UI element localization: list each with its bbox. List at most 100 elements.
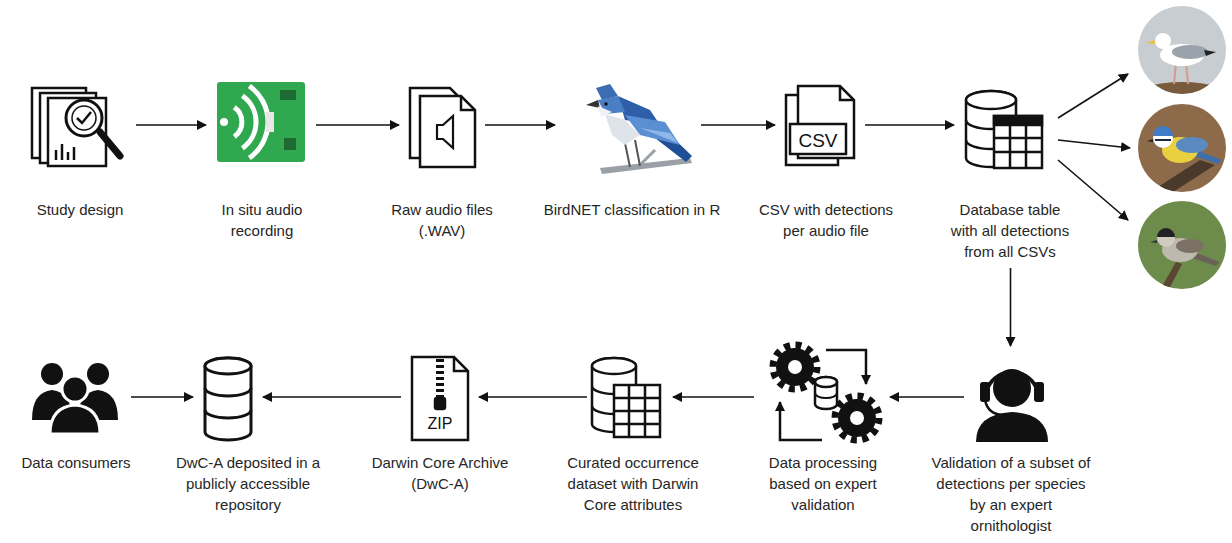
zip-file-icon-part [454, 357, 468, 371]
audiomoth-device-part [234, 107, 242, 136]
processing-icon [773, 345, 879, 440]
audio-file-icon-part [420, 96, 475, 167]
database-table-icon-part [994, 116, 1042, 168]
step-label: Database table with all detections from … [948, 199, 1073, 262]
step-label: Study design [15, 199, 145, 220]
audiomoth-device-part [220, 118, 228, 126]
step-label: Darwin Core Archive (DwC-A) [366, 452, 514, 494]
blue-tit-photo-part [1176, 137, 1208, 153]
blue-tit-photo-part [1150, 160, 1215, 194]
study-design-icon-part [72, 106, 96, 130]
study-design-icon-part [73, 147, 76, 160]
warbler-photo-part [1176, 239, 1204, 253]
process-step: CSV with detections per audio file [751, 82, 901, 241]
flow-arrow [890, 396, 964, 398]
process-step: Validation of a subset of detections per… [930, 352, 1092, 536]
gull-photo-part [1146, 40, 1155, 44]
step-label: DwC-A deposited in a publicly accessible… [172, 452, 324, 515]
dataset-table-icon-part [614, 385, 660, 437]
consumers-icon-part [50, 405, 100, 434]
repository-icon-part [205, 358, 251, 374]
process-step: BirdNET classification in R [522, 82, 742, 220]
process-step: Curated occurrence dataset with Darwin C… [562, 352, 704, 515]
birdnet-logo [586, 84, 692, 174]
process-step: Data processing based on expert validati… [762, 352, 884, 515]
step-label: In situ audio recording [202, 199, 322, 241]
study-design-icon-part [61, 144, 64, 160]
audiomoth-device-part [280, 90, 296, 100]
icon-slot [785, 82, 855, 168]
processing-icon-part [788, 360, 802, 374]
warbler-photo-part [1160, 262, 1182, 291]
zip-file-icon-part [412, 357, 468, 440]
step-label: Validation of a subset of detections per… [930, 452, 1092, 536]
audiomoth-device-part [249, 86, 268, 158]
birdnet-logo-part [605, 114, 640, 145]
audiomoth-device-part [242, 96, 256, 148]
pointer-arrows-part [1058, 140, 1130, 148]
expert-icon-part [985, 400, 1004, 415]
study-design-icon-part [66, 100, 102, 136]
dataset-table-icon-part [644, 385, 647, 437]
flow-arrow [263, 396, 401, 398]
flow-arrow [479, 396, 587, 398]
blue-tit-photo-part [1136, 102, 1228, 194]
icon-slot [565, 82, 691, 168]
flow-arrow [316, 124, 399, 126]
csv-file-icon-part [840, 86, 854, 100]
process-step: Database table with all detections from … [948, 82, 1073, 262]
csv-file-icon [786, 86, 854, 165]
csv-file-icon-part [790, 124, 846, 154]
processing-icon-part [838, 399, 876, 437]
icon-slot [30, 82, 126, 168]
processing-icon-part [780, 402, 822, 440]
database-table-icon-part [966, 91, 1016, 109]
icon-slot [964, 82, 1042, 168]
processing-icon-part [835, 396, 879, 440]
flow-arrow [485, 124, 555, 126]
warbler-photo-part [1157, 229, 1175, 247]
database-table-icon [966, 91, 1042, 168]
flow-arrow [136, 124, 206, 126]
repository-icon-part [205, 358, 251, 440]
flow-arrow [1010, 268, 1012, 346]
processing-icon-part [826, 350, 866, 384]
step-label: Data processing based on expert validati… [762, 452, 884, 515]
repository-icon-part [205, 388, 251, 396]
process-step: Raw audio files (.WAV) [382, 82, 502, 241]
pointer-arrows-part [1058, 74, 1128, 118]
blue-tit-photo-part [1147, 139, 1153, 142]
flow-arrow [673, 396, 754, 398]
database-table-icon-part [994, 151, 1042, 154]
blue-tit-photo-part [1153, 126, 1173, 136]
repository-icon-part [205, 410, 251, 418]
audio-file-icon-part [461, 96, 475, 110]
database-table-icon-part [994, 116, 1042, 125]
birdnet-logo-part [586, 100, 600, 108]
process-step: DwC-A deposited in a publicly accessible… [172, 352, 324, 515]
flow-arrow [131, 396, 193, 398]
consumers-icon-part [62, 376, 88, 402]
dataset-table-icon [592, 358, 660, 437]
warbler-photo-part [1150, 240, 1157, 243]
processing-icon-part [815, 377, 837, 409]
study-design-icon-part [48, 98, 106, 166]
step-label: Raw audio files (.WAV) [382, 199, 502, 241]
processing-icon-part [815, 377, 837, 387]
study-design-icon-part [67, 152, 70, 160]
audiomoth-device-part [284, 138, 296, 150]
repository-icon [205, 358, 251, 440]
processing-icon-part [815, 393, 837, 398]
study-design-icon [32, 88, 120, 166]
gull-photo-part [1172, 45, 1208, 59]
audiomoth-device-part [266, 112, 274, 132]
consumers-icon-part [87, 363, 109, 385]
step-label: Curated occurrence dataset with Darwin C… [562, 452, 704, 515]
expert-icon-part [980, 382, 990, 402]
pointer-arrows [1058, 74, 1130, 220]
processing-icon-part [776, 348, 814, 386]
consumers-icon [32, 363, 118, 434]
audio-file-icon-part [437, 116, 453, 148]
warbler-photo-part [1157, 228, 1175, 237]
